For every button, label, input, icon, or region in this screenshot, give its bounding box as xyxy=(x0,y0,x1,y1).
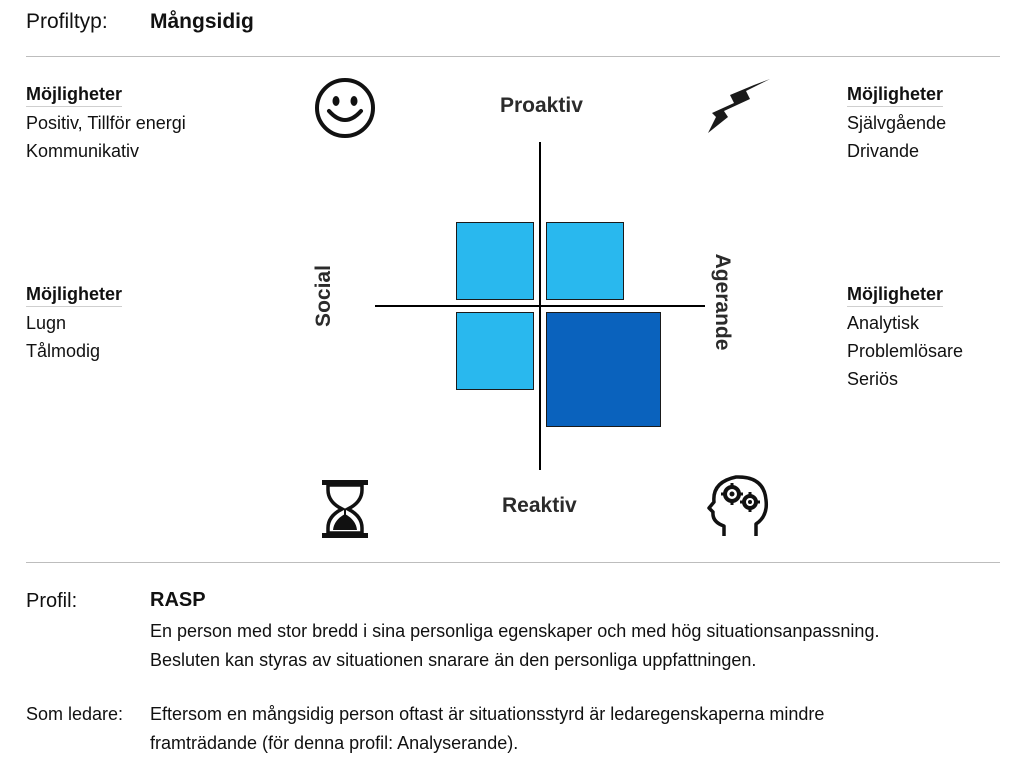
profile-description: En person med stor bredd i sina personli… xyxy=(150,617,879,675)
profile-type-value: Mångsidig xyxy=(150,10,254,33)
quadrant-top-left-text: Möjligheter Positiv, Tillför energi Komm… xyxy=(26,80,186,165)
axis-label-right: Agerande xyxy=(711,253,734,351)
square-top-right xyxy=(546,222,624,300)
profile-label: Profil: xyxy=(26,590,78,612)
quadrant-top-right-text: Möjligheter Självgående Drivande xyxy=(847,80,946,165)
quadrant-title: Möjligheter xyxy=(847,82,944,107)
profile-type-label: Profiltyp: xyxy=(26,10,108,33)
profile-description-line: En person med stor bredd i sina personli… xyxy=(150,621,880,641)
top-divider xyxy=(26,56,1000,57)
quadrant-bottom-right-text: Möjligheter Analytisk Problemlösare Seri… xyxy=(847,280,963,393)
square-bottom-left xyxy=(456,312,534,390)
profile-description-line: Besluten kan styras av situationen snara… xyxy=(150,650,757,670)
hourglass-icon xyxy=(320,478,370,540)
leader-description: Eftersom en mångsidig person oftast är s… xyxy=(150,700,824,758)
smiley-icon xyxy=(314,77,376,139)
quadrant-line: Lugn xyxy=(26,313,67,333)
quadrant-title: Möjligheter xyxy=(26,282,123,307)
quadrant-line: Drivande xyxy=(847,141,920,161)
quadrant-line: Tålmodig xyxy=(26,341,101,361)
bottom-divider xyxy=(26,562,1000,563)
quadrant-title: Möjligheter xyxy=(847,282,944,307)
axis-label-top: Proaktiv xyxy=(500,94,583,117)
quadrant-bottom-left-text: Möjligheter Lugn Tålmodig xyxy=(26,280,123,365)
head-gears-icon xyxy=(706,472,772,540)
quadrant-line: Problemlösare xyxy=(847,341,964,361)
quadrant-line: Seriös xyxy=(847,369,899,389)
lightning-icon xyxy=(704,77,772,137)
profile-value: RASP xyxy=(150,589,206,611)
leader-label: Som ledare: xyxy=(26,704,124,724)
square-bottom-right xyxy=(546,312,661,427)
square-top-left xyxy=(456,222,534,300)
leader-description-line: framträdande (för denna profil: Analyser… xyxy=(150,733,519,753)
axis-label-left: Social xyxy=(312,265,335,327)
quadrant-title: Möjligheter xyxy=(26,82,123,107)
quadrant-line: Positiv, Tillför energi xyxy=(26,113,186,133)
axis-label-bottom: Reaktiv xyxy=(502,494,577,517)
leader-description-line: Eftersom en mångsidig person oftast är s… xyxy=(150,704,825,724)
quadrant-line: Självgående xyxy=(847,113,947,133)
quadrant-line: Kommunikativ xyxy=(26,141,140,161)
quadrant-line: Analytisk xyxy=(847,313,920,333)
vertical-axis-line xyxy=(539,142,541,470)
